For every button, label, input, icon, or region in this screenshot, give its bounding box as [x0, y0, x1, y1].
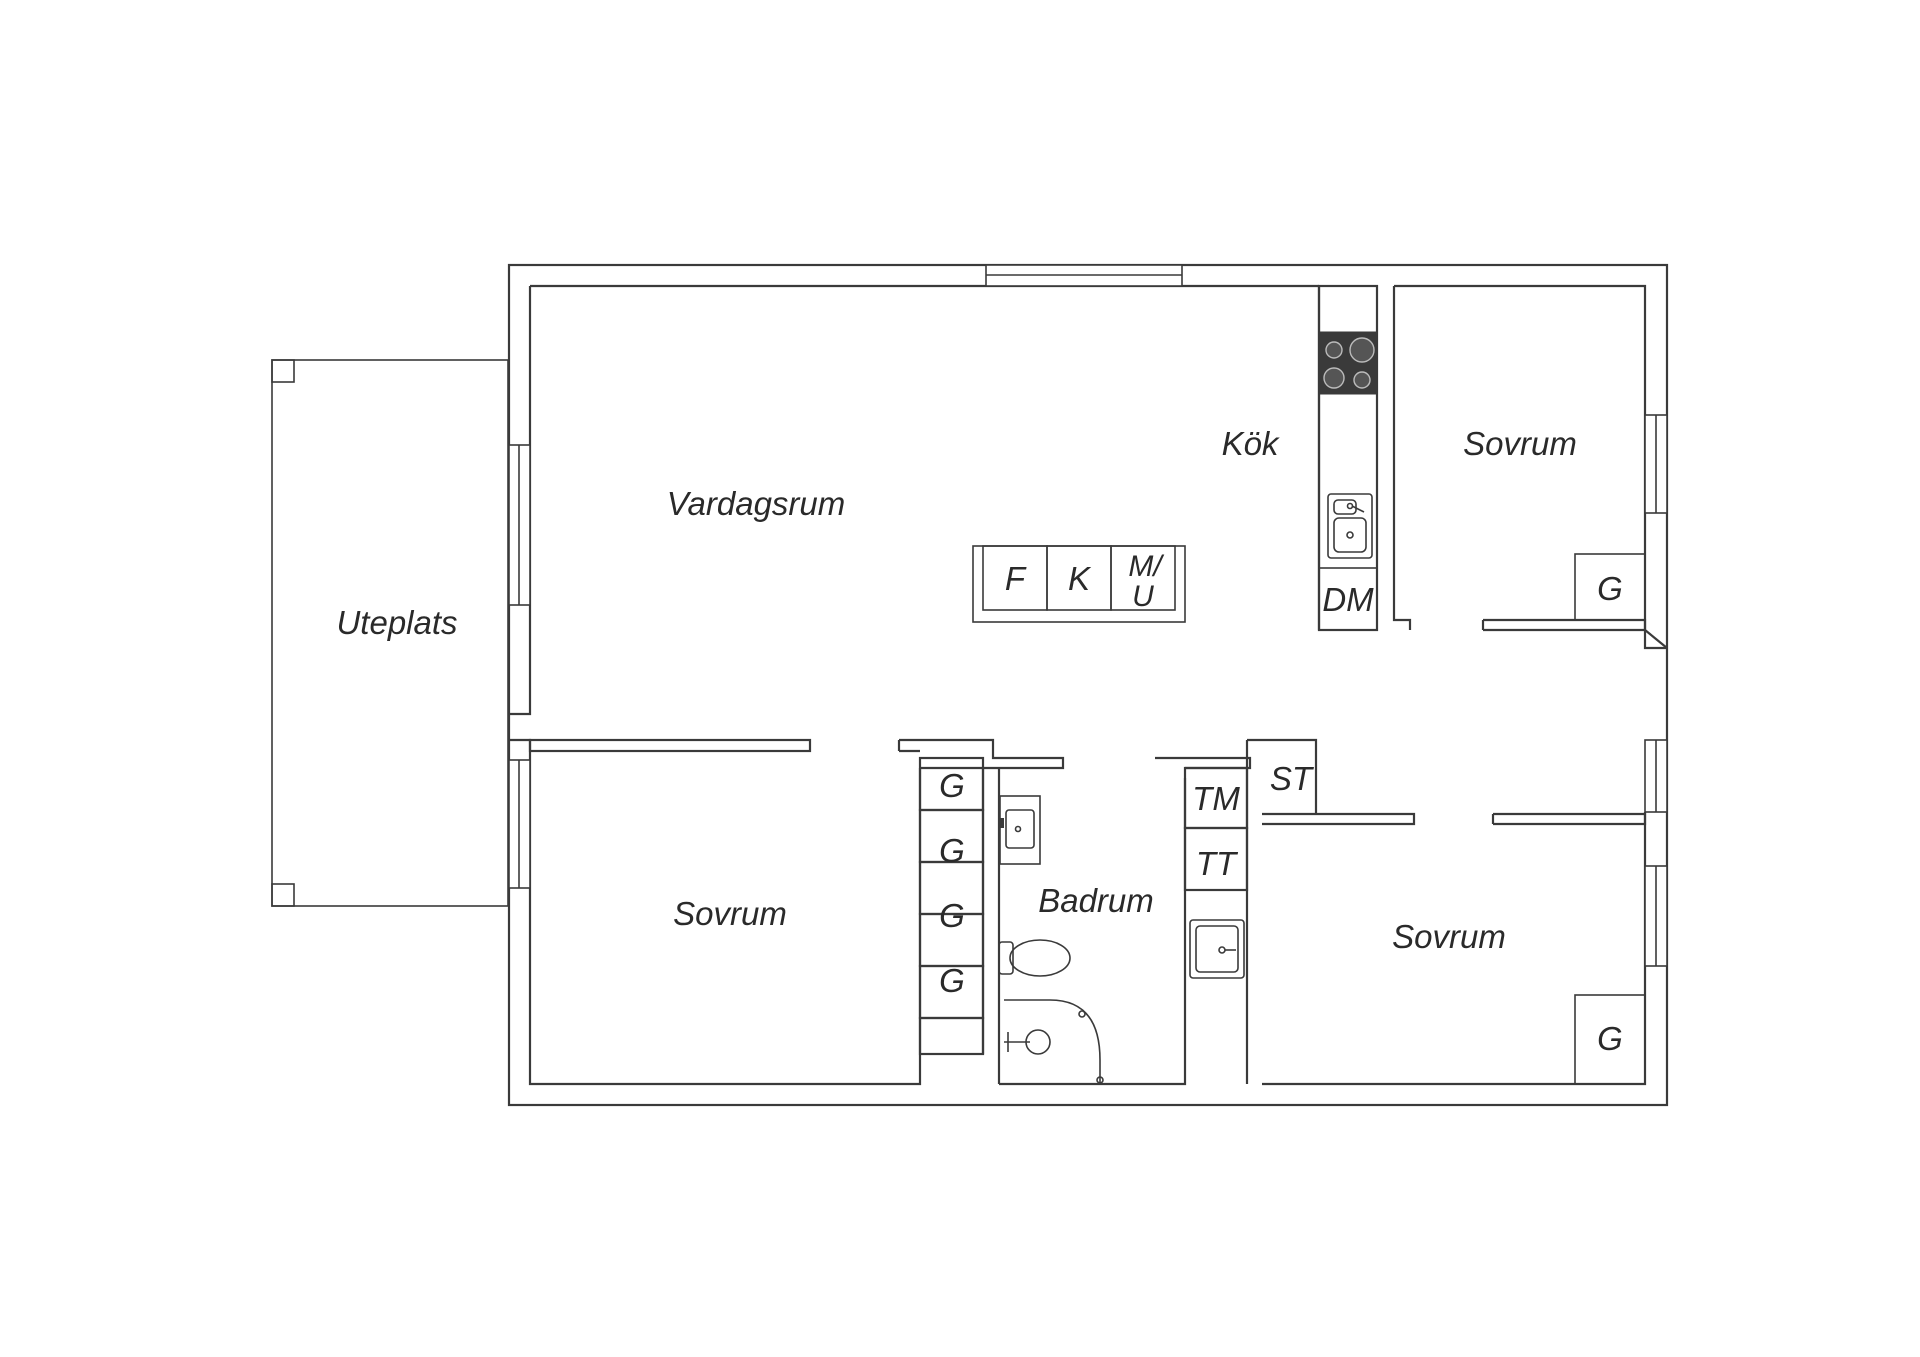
washing-machine-label: TM	[1192, 780, 1240, 817]
wardrobe-hall-3-label: G	[939, 897, 965, 934]
washbasin-icon	[998, 795, 1041, 865]
room-label-sovrum-se: Sovrum	[1392, 918, 1506, 955]
windows	[508, 264, 1668, 967]
room-label-sovrum-sw: Sovrum	[673, 895, 787, 932]
microwave-oven-label-top: M/	[1128, 550, 1164, 583]
room-label-kok: Kök	[1222, 425, 1280, 462]
tumble-dryer-label: TT	[1196, 845, 1239, 882]
laundry-sink-icon	[1189, 919, 1245, 979]
toilet-icon	[998, 939, 1071, 977]
room-label-uteplats: Uteplats	[336, 604, 457, 641]
wardrobe-hall-2-label: G	[939, 832, 965, 869]
storage-label: ST	[1270, 760, 1315, 797]
wardrobe-se-label: G	[1597, 1020, 1623, 1057]
room-label-sovrum-ne: Sovrum	[1463, 425, 1577, 462]
interior-walls	[528, 284, 1668, 1084]
wardrobe-ne	[1574, 553, 1646, 621]
dishwasher	[1318, 567, 1378, 631]
dishwasher-label: DM	[1322, 581, 1374, 618]
microwave-oven-label-bottom: U	[1132, 580, 1154, 613]
wardrobe-ne-label: G	[1597, 570, 1623, 607]
wardrobe-hall-4-label: G	[939, 962, 965, 999]
wardrobe-se	[1574, 994, 1646, 1085]
fridge-label: F	[1005, 560, 1027, 597]
kitchen-island	[972, 545, 1186, 623]
outer-walls	[507, 263, 1669, 1107]
room-label-vardagsrum: Vardagsrum	[667, 485, 846, 522]
wardrobe-hall-1-label: G	[939, 767, 965, 804]
freezer-label: K	[1068, 560, 1092, 597]
kitchen-sink-icon	[1327, 493, 1373, 559]
room-label-badrum: Badrum	[1038, 882, 1154, 919]
stove-icon	[1318, 331, 1378, 395]
shower-icon	[1004, 999, 1104, 1084]
